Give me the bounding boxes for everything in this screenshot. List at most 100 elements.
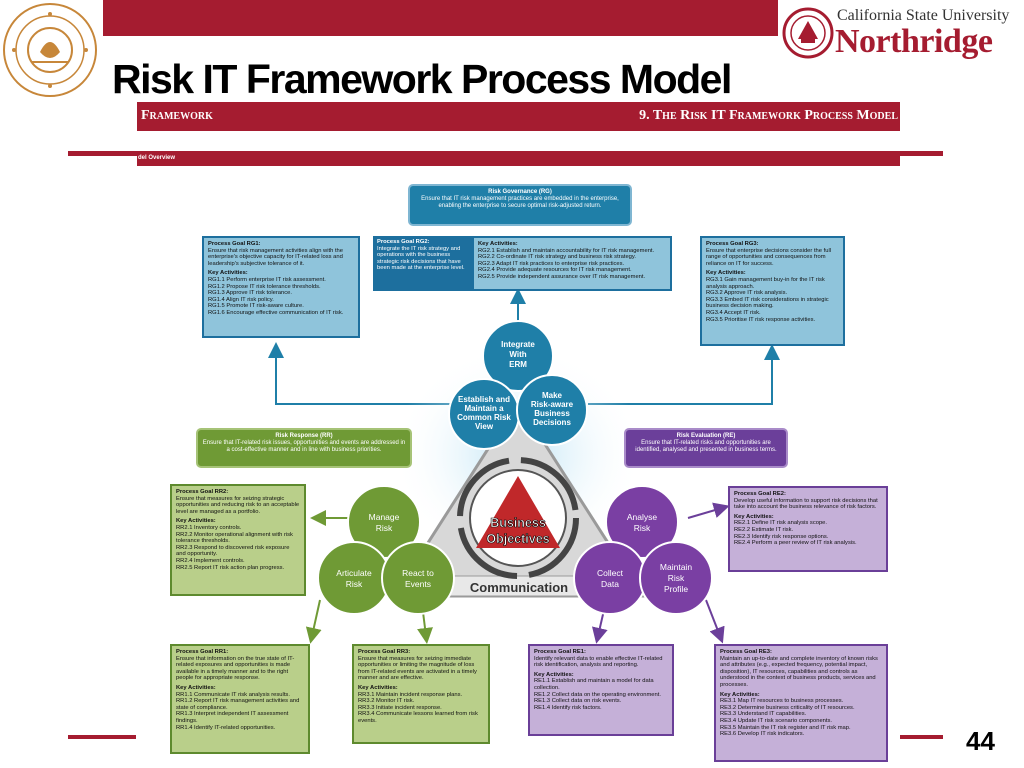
circle-maintain-risk-profile: Maintain Risk Profile bbox=[639, 541, 713, 615]
svg-text:Manage: Manage bbox=[369, 512, 400, 522]
rg3-box: Process Goal RG3: Ensure that enterprise… bbox=[700, 236, 845, 346]
re1-item: RE1.3 Collect data on risk events. bbox=[534, 698, 622, 705]
bottom-red-line-right bbox=[900, 735, 943, 739]
framework-header-bar: Framework 9. The Risk IT Framework Proce… bbox=[137, 102, 900, 131]
bottom-red-line-left bbox=[68, 735, 136, 739]
rg3-item: RG3.3 Embed IT risk considerations in st… bbox=[706, 296, 829, 310]
svg-text:ERM: ERM bbox=[509, 360, 527, 369]
rg3-desc: Ensure that enterprise decisions conside… bbox=[706, 247, 832, 267]
rg2-item: RG2.5 Provide independent assurance over… bbox=[478, 273, 646, 280]
business-objectives-line1: Business bbox=[490, 516, 546, 530]
rr2-desc: Ensure that measures for seizing strateg… bbox=[176, 495, 300, 515]
rg3-item: RG3.2 Approve IT risk analysis. bbox=[706, 290, 788, 297]
rr1-item: RR1.2 Report IT risk management activiti… bbox=[176, 698, 300, 711]
rg1-title: Process Goal RG1: bbox=[208, 241, 261, 247]
rr2-item: RR2.5 Report IT risk action plan progres… bbox=[176, 564, 285, 571]
rg2-item: RG2.3 Adapt IT risk practices to enterpr… bbox=[478, 260, 625, 267]
rg3-title: Process Goal RG3: bbox=[706, 241, 759, 247]
rg2-item: RG2.2 Co-ordinate IT risk strategy and b… bbox=[478, 254, 636, 261]
svg-text:Decisions: Decisions bbox=[533, 418, 571, 427]
risk-evaluation-header: Risk Evaluation (RE) Ensure that IT-rela… bbox=[624, 428, 788, 468]
arrow-re-right bbox=[687, 502, 730, 519]
circle-collect-data: Collect Data bbox=[573, 541, 647, 615]
svg-text:Risk: Risk bbox=[376, 523, 393, 533]
rr-desc: Ensure that IT-related risk issues, oppo… bbox=[202, 440, 406, 453]
rr1-desc: Ensure that information on the true stat… bbox=[176, 655, 295, 682]
svg-text:Risk: Risk bbox=[668, 573, 685, 583]
arrow-re-down-right bbox=[705, 599, 725, 644]
circle-make-risk-aware-decisions: Make Risk-aware Business Decisions bbox=[516, 374, 588, 446]
rg2-goal-box: Process Goal RG2: Integrate the IT risk … bbox=[373, 236, 473, 291]
svg-text:Events: Events bbox=[405, 579, 431, 589]
re2-item: RE2.1 Define IT risk analysis scope. bbox=[734, 520, 828, 527]
csun-logo: California State University Northridge bbox=[781, 3, 1021, 65]
framework-sub-label: del Overview bbox=[138, 155, 176, 161]
business-objectives-triangle bbox=[476, 476, 560, 548]
arrow-rr-down-left bbox=[305, 599, 322, 644]
rg2-activities-box: Key Activities: RG2.1 Establish and main… bbox=[472, 236, 672, 291]
framework-sub-bar: del Overview bbox=[137, 152, 900, 166]
framework-header-right: 9. The Risk IT Framework Process Model bbox=[639, 108, 898, 123]
svg-text:Profile: Profile bbox=[664, 584, 688, 594]
rr1-item: RR1.4 Identify IT-related opportunities. bbox=[176, 724, 276, 731]
circle-analyse-risk: Analyse Risk bbox=[605, 485, 679, 559]
circle-articulate-risk: Articulate Risk bbox=[317, 541, 391, 615]
svg-text:Analyse: Analyse bbox=[627, 512, 658, 522]
re3-item: RE3.2 Determine business criticality of … bbox=[720, 704, 855, 711]
rg1-item: RG1.6 Encourage effective communication … bbox=[208, 309, 344, 316]
rg2-title: Process Goal RG2: bbox=[377, 239, 430, 245]
top-color-bar bbox=[103, 0, 778, 36]
rr2-title: Process Goal RR2: bbox=[176, 489, 229, 495]
svg-text:Data: Data bbox=[601, 579, 619, 589]
framework-header-left: Framework bbox=[141, 108, 213, 123]
rr3-title: Process Goal RR3: bbox=[358, 649, 411, 655]
re1-desc: Identify relevant data to enable effecti… bbox=[534, 655, 663, 669]
rg3-item: RG3.4 Accept IT risk. bbox=[706, 309, 761, 316]
re3-key-activities: Key Activities: bbox=[720, 691, 760, 698]
rg3-key-activities: Key Activities: bbox=[706, 270, 746, 277]
re2-item: RE2.3 Identify risk response options. bbox=[734, 533, 829, 540]
business-objectives-ring bbox=[457, 457, 579, 579]
re-desc: Ensure that IT-related risks and opportu… bbox=[635, 440, 777, 453]
communication-label: Communication bbox=[470, 580, 568, 595]
svg-text:Business: Business bbox=[534, 409, 570, 418]
rr3-item: RR3.3 Initiate incident response. bbox=[358, 704, 442, 711]
rr-title: Risk Response (RR) bbox=[275, 433, 333, 439]
rg2-desc: Integrate the IT risk strategy and opera… bbox=[377, 245, 465, 272]
re1-item: RE1.1 Establish and maintain a model for… bbox=[534, 678, 654, 691]
svg-text:Risk: Risk bbox=[634, 523, 651, 533]
rr2-key-activities: Key Activities: bbox=[176, 518, 216, 525]
svg-text:Integrate: Integrate bbox=[501, 340, 535, 349]
rr1-box: Process Goal RR1: Ensure that informatio… bbox=[170, 644, 310, 754]
re1-item: RE1.4 Identify risk factors. bbox=[534, 704, 602, 711]
rg-title: Risk Governance (RG) bbox=[488, 189, 552, 195]
rr2-item: RR2.4 Implement controls. bbox=[176, 557, 245, 564]
svg-text:Articulate: Articulate bbox=[336, 568, 372, 578]
re3-box: Process Goal RE3: Maintain an up-to-date… bbox=[714, 644, 888, 762]
business-objectives-line2: Objectives bbox=[486, 532, 549, 546]
rg2-item: RG2.4 Provide adequate resources for IT … bbox=[478, 267, 632, 274]
university-seal-logo bbox=[2, 2, 98, 98]
re2-key-activities: Key Activities: bbox=[734, 513, 774, 520]
re2-item: RE2.2 Estimate IT risk. bbox=[734, 526, 794, 533]
re1-item: RE1.2 Collect data on the operating envi… bbox=[534, 691, 661, 698]
slide-title: Risk IT Framework Process Model bbox=[112, 56, 732, 102]
rr3-key-activities: Key Activities: bbox=[358, 684, 398, 691]
rg-desc: Ensure that IT risk management practices… bbox=[421, 196, 619, 209]
re2-desc: Develop useful information to support ri… bbox=[734, 497, 878, 511]
csun-logo-line1: California State University bbox=[837, 7, 1010, 24]
rr3-item: RR3.4 Communicate lessons learned from r… bbox=[358, 711, 478, 724]
re2-title: Process Goal RE2: bbox=[734, 491, 786, 497]
arrow-re-down-left bbox=[592, 609, 608, 644]
re3-item: RE3.6 Develop IT risk indicators. bbox=[720, 731, 805, 738]
svg-text:React to: React to bbox=[402, 568, 434, 578]
svg-text:Establish and: Establish and bbox=[458, 395, 510, 404]
re-title: Risk Evaluation (RE) bbox=[676, 433, 736, 439]
re3-item: RE3.5 Maintain the IT risk register and … bbox=[720, 724, 851, 731]
rg1-item: RG1.3 Approve IT risk tolerance. bbox=[208, 290, 292, 297]
circle-establish-common-risk-view: Establish and Maintain a Common Risk Vie… bbox=[448, 378, 520, 450]
rr1-title: Process Goal RR1: bbox=[176, 649, 229, 655]
rr3-item: RR3.2 Monitor IT risk. bbox=[358, 698, 415, 705]
rr3-item: RR3.1 Maintain incident response plans. bbox=[358, 691, 463, 698]
re1-title: Process Goal RE1: bbox=[534, 649, 586, 655]
